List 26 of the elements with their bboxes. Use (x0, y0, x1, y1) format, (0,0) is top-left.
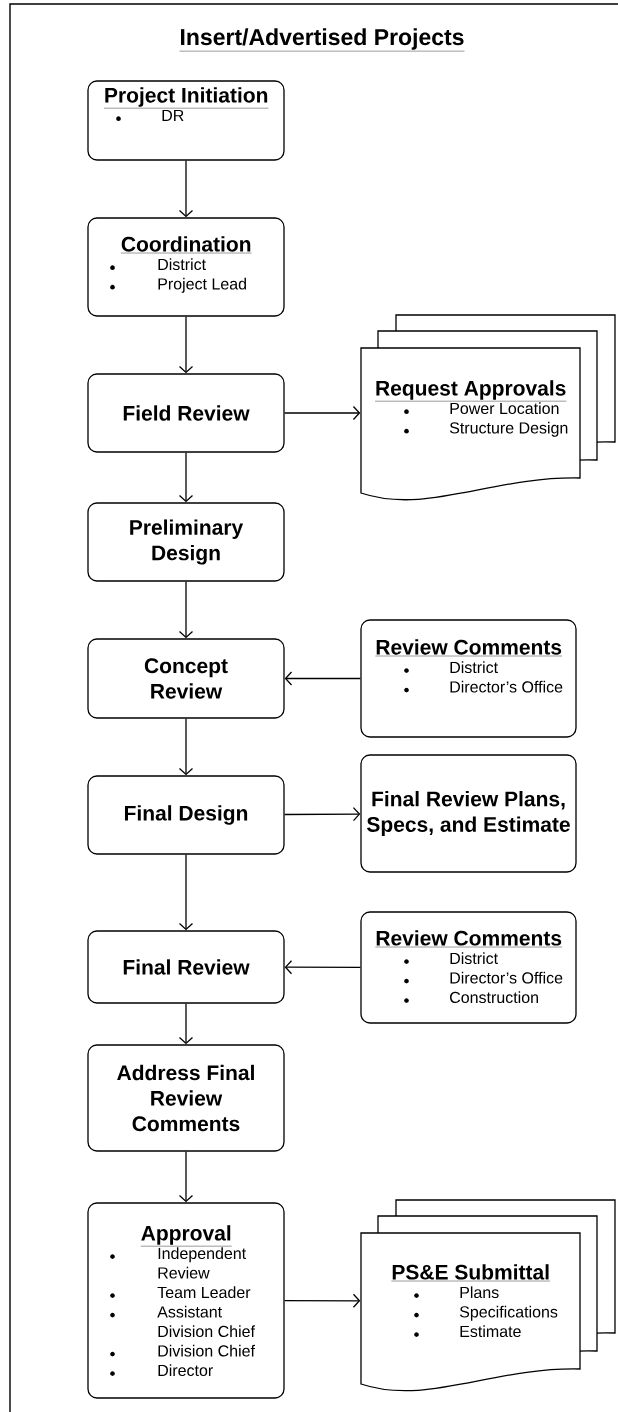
arrow (178, 452, 194, 503)
process-box: Address Final Review Comments (87, 1044, 285, 1152)
process-box: Final Review Plans, Specs, and Estimate (360, 754, 577, 873)
title: Insert/Advertised Projects (179, 28, 465, 52)
process-box: Final Design (87, 775, 285, 855)
arrow (284, 960, 361, 975)
process-box: Review Comments District Director’s Office Construction (360, 911, 577, 1024)
arrow (178, 1151, 194, 1203)
arrow (178, 160, 194, 218)
arrow (178, 581, 194, 639)
arrow (284, 806, 361, 822)
process-box: Review Comments District Director’s Office (360, 619, 577, 738)
arrow (284, 671, 361, 686)
arrow (284, 1293, 361, 1308)
arrow (284, 405, 361, 421)
arrow (178, 718, 194, 776)
process-box: Field Review (87, 373, 285, 453)
process-box: Concept Review (87, 638, 285, 719)
arrow (178, 1003, 194, 1045)
process-box: Approval Independent Review Team Leader Assistant Division Chief Division Chief Director (87, 1202, 285, 1399)
arrow (178, 854, 194, 931)
process-box: Coordination District Project Lead (87, 217, 285, 317)
process-box: Project Initiation DR (87, 80, 285, 161)
process-box: Preliminary Design (87, 502, 285, 582)
process-box: Final Review (87, 930, 285, 1004)
arrow (178, 316, 194, 374)
